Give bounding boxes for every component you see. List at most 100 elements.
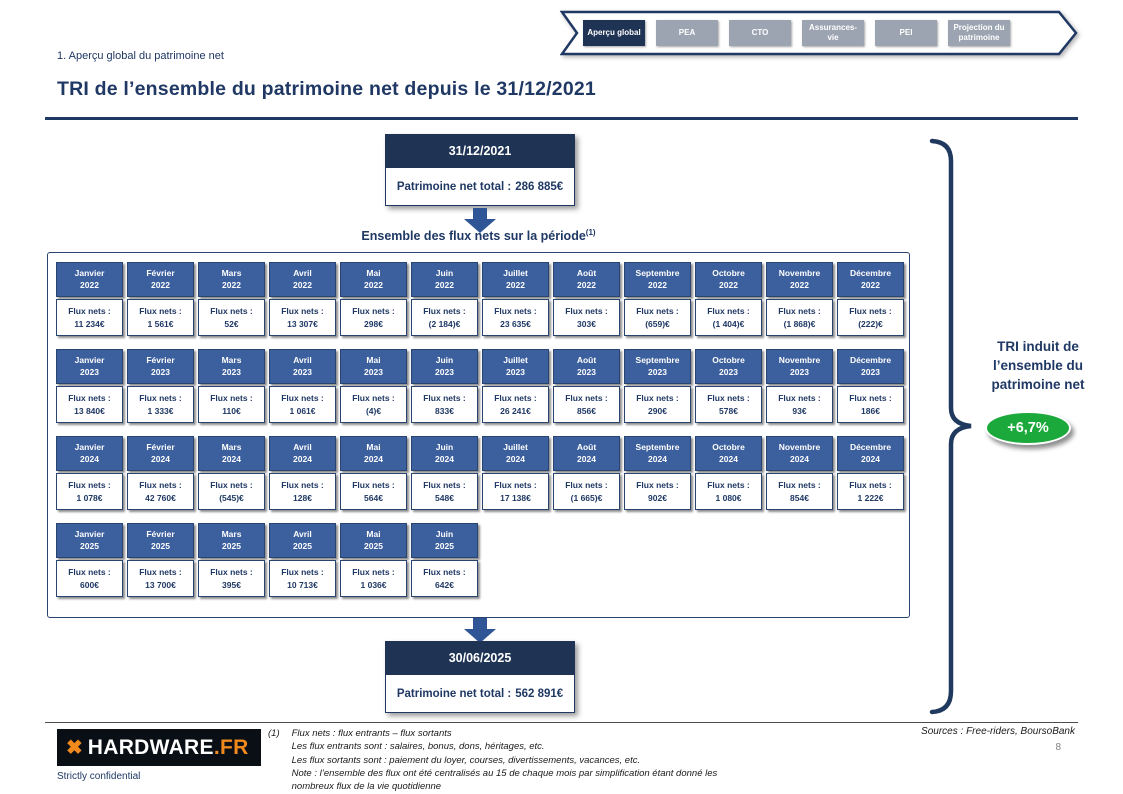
month-flux-value: Flux nets :298€	[340, 299, 407, 336]
month-flux-value: Flux nets :13 307€	[269, 299, 336, 336]
month-flux-value: Flux nets :52€	[198, 299, 265, 336]
start-box-total: Patrimoine net total : 286 885€	[385, 168, 575, 206]
end-box-total-value: 562 891€	[515, 687, 564, 700]
tab-apercu-global[interactable]: Aperçu global	[583, 20, 645, 46]
tab-pea[interactable]: PEA	[656, 20, 718, 46]
down-arrow-bottom-icon	[464, 618, 496, 643]
sources-label: Sources : Free-riders, BoursoBank	[921, 726, 1075, 737]
month-flux-value: Flux nets :(1 404)€	[695, 299, 762, 336]
section-label: 1. Aperçu global du patrimoine net	[57, 50, 224, 62]
month-flux-value: Flux nets :(545)€	[198, 473, 265, 510]
month-flux-value: Flux nets :(4)€	[340, 386, 407, 423]
tab-pei[interactable]: PEI	[875, 20, 937, 46]
start-box-total-label: Patrimoine net total :	[396, 180, 512, 193]
month-flux-value: Flux nets :1 036€	[340, 560, 407, 597]
page-number: 8	[1055, 742, 1061, 753]
month-flux-value: Flux nets :(1 868)€	[766, 299, 833, 336]
month-flux-value: Flux nets :26 241€	[482, 386, 549, 423]
month-flux-value: Flux nets :642€	[411, 560, 478, 597]
month-flux-value: Flux nets :1 078€	[56, 473, 123, 510]
month-flux-value: Flux nets :128€	[269, 473, 336, 510]
month-flux-value: Flux nets :902€	[624, 473, 691, 510]
end-box-total: Patrimoine net total : 562 891€	[385, 675, 575, 713]
month-flux-value: Flux nets :13 840€	[56, 386, 123, 423]
hardware-logo-text: HARDWARE.FR	[87, 735, 249, 759]
month-flux-value: Flux nets :1 333€	[127, 386, 194, 423]
end-box-total-label: Patrimoine net total :	[396, 687, 512, 700]
month-flux-value: Flux nets :(222)€	[837, 299, 904, 336]
tab-assurances-vie[interactable]: Assurances-vie	[802, 20, 864, 46]
month-flux-value: Flux nets :(2 184)€	[411, 299, 478, 336]
month-flux-value: Flux nets :564€	[340, 473, 407, 510]
end-box: 30/06/2025 Patrimoine net total : 562 89…	[385, 641, 575, 713]
start-box-total-value: 286 885€	[515, 180, 564, 193]
month-flux-value: Flux nets :10 713€	[269, 560, 336, 597]
month-flux-value: Flux nets :548€	[411, 473, 478, 510]
month-flux-value: Flux nets :42 760€	[127, 473, 194, 510]
month-flux-value: Flux nets :93€	[766, 386, 833, 423]
month-flux-value: Flux nets :(659)€	[624, 299, 691, 336]
month-flux-value: Flux nets :854€	[766, 473, 833, 510]
footnote: (1) Flux nets : flux entrants – flux sor…	[268, 727, 717, 793]
tab-projection-patrimoine[interactable]: Projection du patrimoine	[948, 20, 1010, 46]
right-brace	[929, 138, 972, 715]
month-flux-value: Flux nets :1 061€	[269, 386, 336, 423]
down-arrow-top-icon	[464, 208, 496, 233]
tab-cto[interactable]: CTO	[729, 20, 791, 46]
month-flux-value: Flux nets :578€	[695, 386, 762, 423]
month-flux-value: Flux nets :110€	[198, 386, 265, 423]
